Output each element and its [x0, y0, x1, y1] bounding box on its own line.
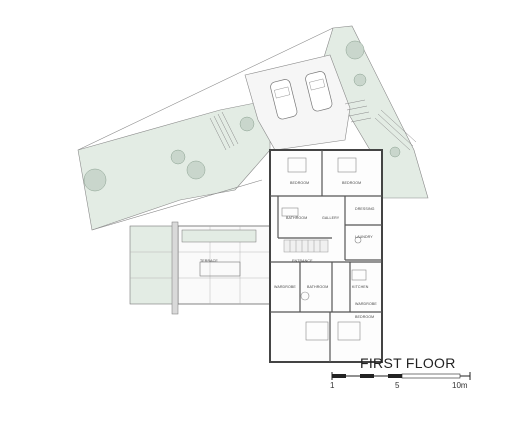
room-kitchen: KITCHEN: [352, 285, 369, 289]
scale-tick-1: 1: [330, 381, 335, 390]
tree-symbols: [83, 40, 401, 192]
terrace-table: [199, 261, 241, 277]
room-dressing-ne: DRESSING: [355, 207, 375, 211]
stair-hatching: [209, 99, 417, 151]
house-outline: [269, 149, 383, 363]
room-gallery: GALLERY: [322, 216, 340, 220]
furniture: [281, 157, 367, 341]
room-terrace: TERRACE: [200, 259, 218, 263]
interior-stair: [283, 239, 329, 253]
room-entrance: ENTRANCE: [292, 259, 313, 263]
room-laundry: LAUNDRY: [355, 235, 373, 239]
room-bedroom-s: BEDROOM: [355, 315, 374, 319]
room-bathroom-n: BATHROOM: [286, 216, 307, 220]
car-left: [270, 79, 298, 120]
floor-title: FIRST FLOOR: [360, 355, 456, 371]
room-wardrobe-w: WARDROBE: [274, 285, 296, 289]
scale-bar: [331, 372, 471, 380]
pergola: [181, 229, 257, 243]
site-boundary-2: [91, 179, 263, 231]
car-right: [305, 71, 333, 112]
room-bathroom-s: BATHROOM: [307, 285, 328, 289]
room-bedroom-nw: BEDROOM: [290, 181, 309, 185]
room-wardrobe-e: WARDROBE: [355, 302, 377, 306]
scale-tick-5: 5: [395, 381, 400, 390]
terrace-garden: [129, 225, 179, 305]
interior-walls: [270, 150, 382, 362]
site-boundary: [77, 27, 334, 151]
scale-tick-10m: 10m: [452, 381, 468, 390]
terrace-wall: [171, 221, 179, 315]
room-bedroom-ne: BEDROOM: [342, 181, 361, 185]
garden-west: [77, 99, 271, 231]
